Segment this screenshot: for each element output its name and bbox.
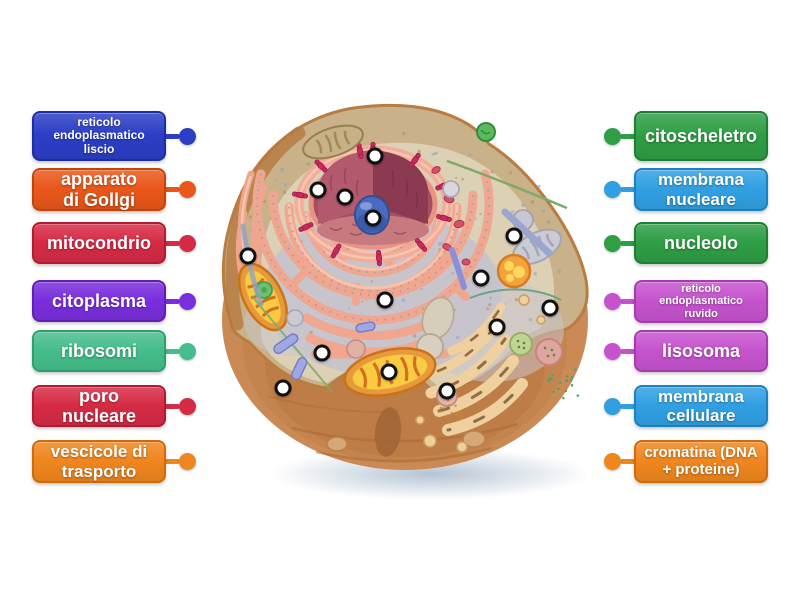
centriole-rods (273, 321, 376, 381)
connector-line (164, 187, 180, 192)
pink-speckled-vesicle (535, 338, 563, 366)
golgi-vesicles (415, 294, 546, 453)
connector-line (164, 133, 180, 139)
connector-dot (178, 127, 196, 145)
target-dot[interactable] (309, 181, 327, 199)
target-dot[interactable] (380, 363, 398, 381)
label-text: membrana cellulare (658, 386, 744, 425)
target-dot[interactable] (274, 379, 292, 397)
connector-dot (178, 234, 196, 252)
secreted-speck-clouds (438, 368, 580, 419)
connector-dot (178, 453, 196, 470)
connector-line (164, 403, 180, 409)
label-membrana-nucleare[interactable]: membrana nucleare (634, 168, 768, 211)
connector-dot (178, 342, 196, 360)
label-citoscheletro[interactable]: citoscheletro (634, 111, 768, 161)
connector-dot (603, 127, 621, 145)
green-speckled-vesicle (509, 332, 533, 356)
gray-vesicle-top (442, 180, 460, 198)
label-text: reticolo endoplasmatico ruvido (659, 283, 743, 320)
label-text: cromatina (DNA + proteine) (644, 443, 758, 478)
connector-dot (178, 292, 196, 310)
label-text: mitocondrio (47, 232, 151, 253)
label-text: vescicole di trasporto (50, 442, 148, 481)
connector-line (164, 459, 180, 464)
target-dot[interactable] (239, 247, 257, 265)
label-lisosoma[interactable]: lisosoma (634, 330, 768, 372)
label-text: reticolo endoplasmatico liscio (53, 114, 145, 156)
pink-vesicle-center (346, 339, 366, 359)
target-dot[interactable] (376, 291, 394, 309)
label-poro-nucleare[interactable]: poro nucleare (32, 385, 166, 427)
label-text: membrana nucleare (658, 170, 744, 209)
target-dot[interactable] (438, 382, 456, 400)
target-dot[interactable] (505, 227, 523, 245)
connector-dot (603, 293, 621, 310)
label-apparato-di-gollgi[interactable]: apparato di Gollgi (32, 168, 166, 211)
label-text: poro nucleare (61, 385, 137, 426)
connector-line (164, 298, 180, 304)
connector-line (164, 240, 180, 246)
connector-dot (603, 397, 621, 415)
target-dot[interactable] (336, 188, 354, 206)
connector-dot (603, 234, 621, 252)
cytoskeleton-filaments (240, 159, 568, 393)
target-dot[interactable] (472, 269, 490, 287)
label-reticolo-endoplasmatico-liscio[interactable]: reticolo endoplasmatico liscio (32, 111, 166, 161)
label-citoplasma[interactable]: citoplasma (32, 280, 166, 322)
connector-dot (603, 453, 621, 470)
label-cromatina-dna-proteine[interactable]: cromatina (DNA + proteine) (634, 440, 768, 483)
connector-dot (178, 397, 196, 415)
connector-line (620, 348, 636, 354)
label-vescicole-di-trasporto[interactable]: vescicole di trasporto (32, 440, 166, 483)
label-ribosomi[interactable]: ribosomi (32, 330, 166, 372)
mitochondrion-top-surface (302, 124, 364, 160)
target-dot[interactable] (313, 344, 331, 362)
connector-dot (603, 181, 621, 198)
label-nucleolo[interactable]: nucleolo (634, 222, 768, 264)
connector-line (620, 133, 636, 139)
red-vesicles (431, 166, 471, 266)
lysosome (496, 253, 532, 289)
label-text: lisosoma (661, 340, 741, 361)
connector-line (620, 187, 636, 192)
connector-line (620, 403, 636, 409)
connector-dot (178, 181, 196, 198)
membrane-rim-band (225, 126, 306, 331)
label-membrana-cellulare[interactable]: membrana cellulare (634, 385, 768, 427)
label-text: ribosomi (60, 340, 137, 361)
gray-vesicle-left (286, 309, 304, 327)
connector-line (620, 299, 636, 304)
label-text: citoplasma (51, 290, 147, 311)
label-text: citoscheletro (644, 125, 758, 146)
connector-dot (603, 342, 621, 360)
green-vesicle-top (476, 122, 496, 142)
connector-line (620, 240, 636, 246)
connector-line (164, 348, 180, 354)
label-mitocondrio[interactable]: mitocondrio (32, 222, 166, 264)
label-reticolo-endoplasmatico-ruvido[interactable]: reticolo endoplasmatico ruvido (634, 280, 768, 323)
target-dot[interactable] (366, 147, 384, 165)
connector-line (620, 459, 636, 464)
label-text: nucleolo (663, 232, 738, 253)
target-dot[interactable] (364, 209, 382, 227)
label-text: apparato di Gollgi (60, 169, 138, 210)
target-dot[interactable] (541, 299, 559, 317)
target-dot[interactable] (488, 318, 506, 336)
